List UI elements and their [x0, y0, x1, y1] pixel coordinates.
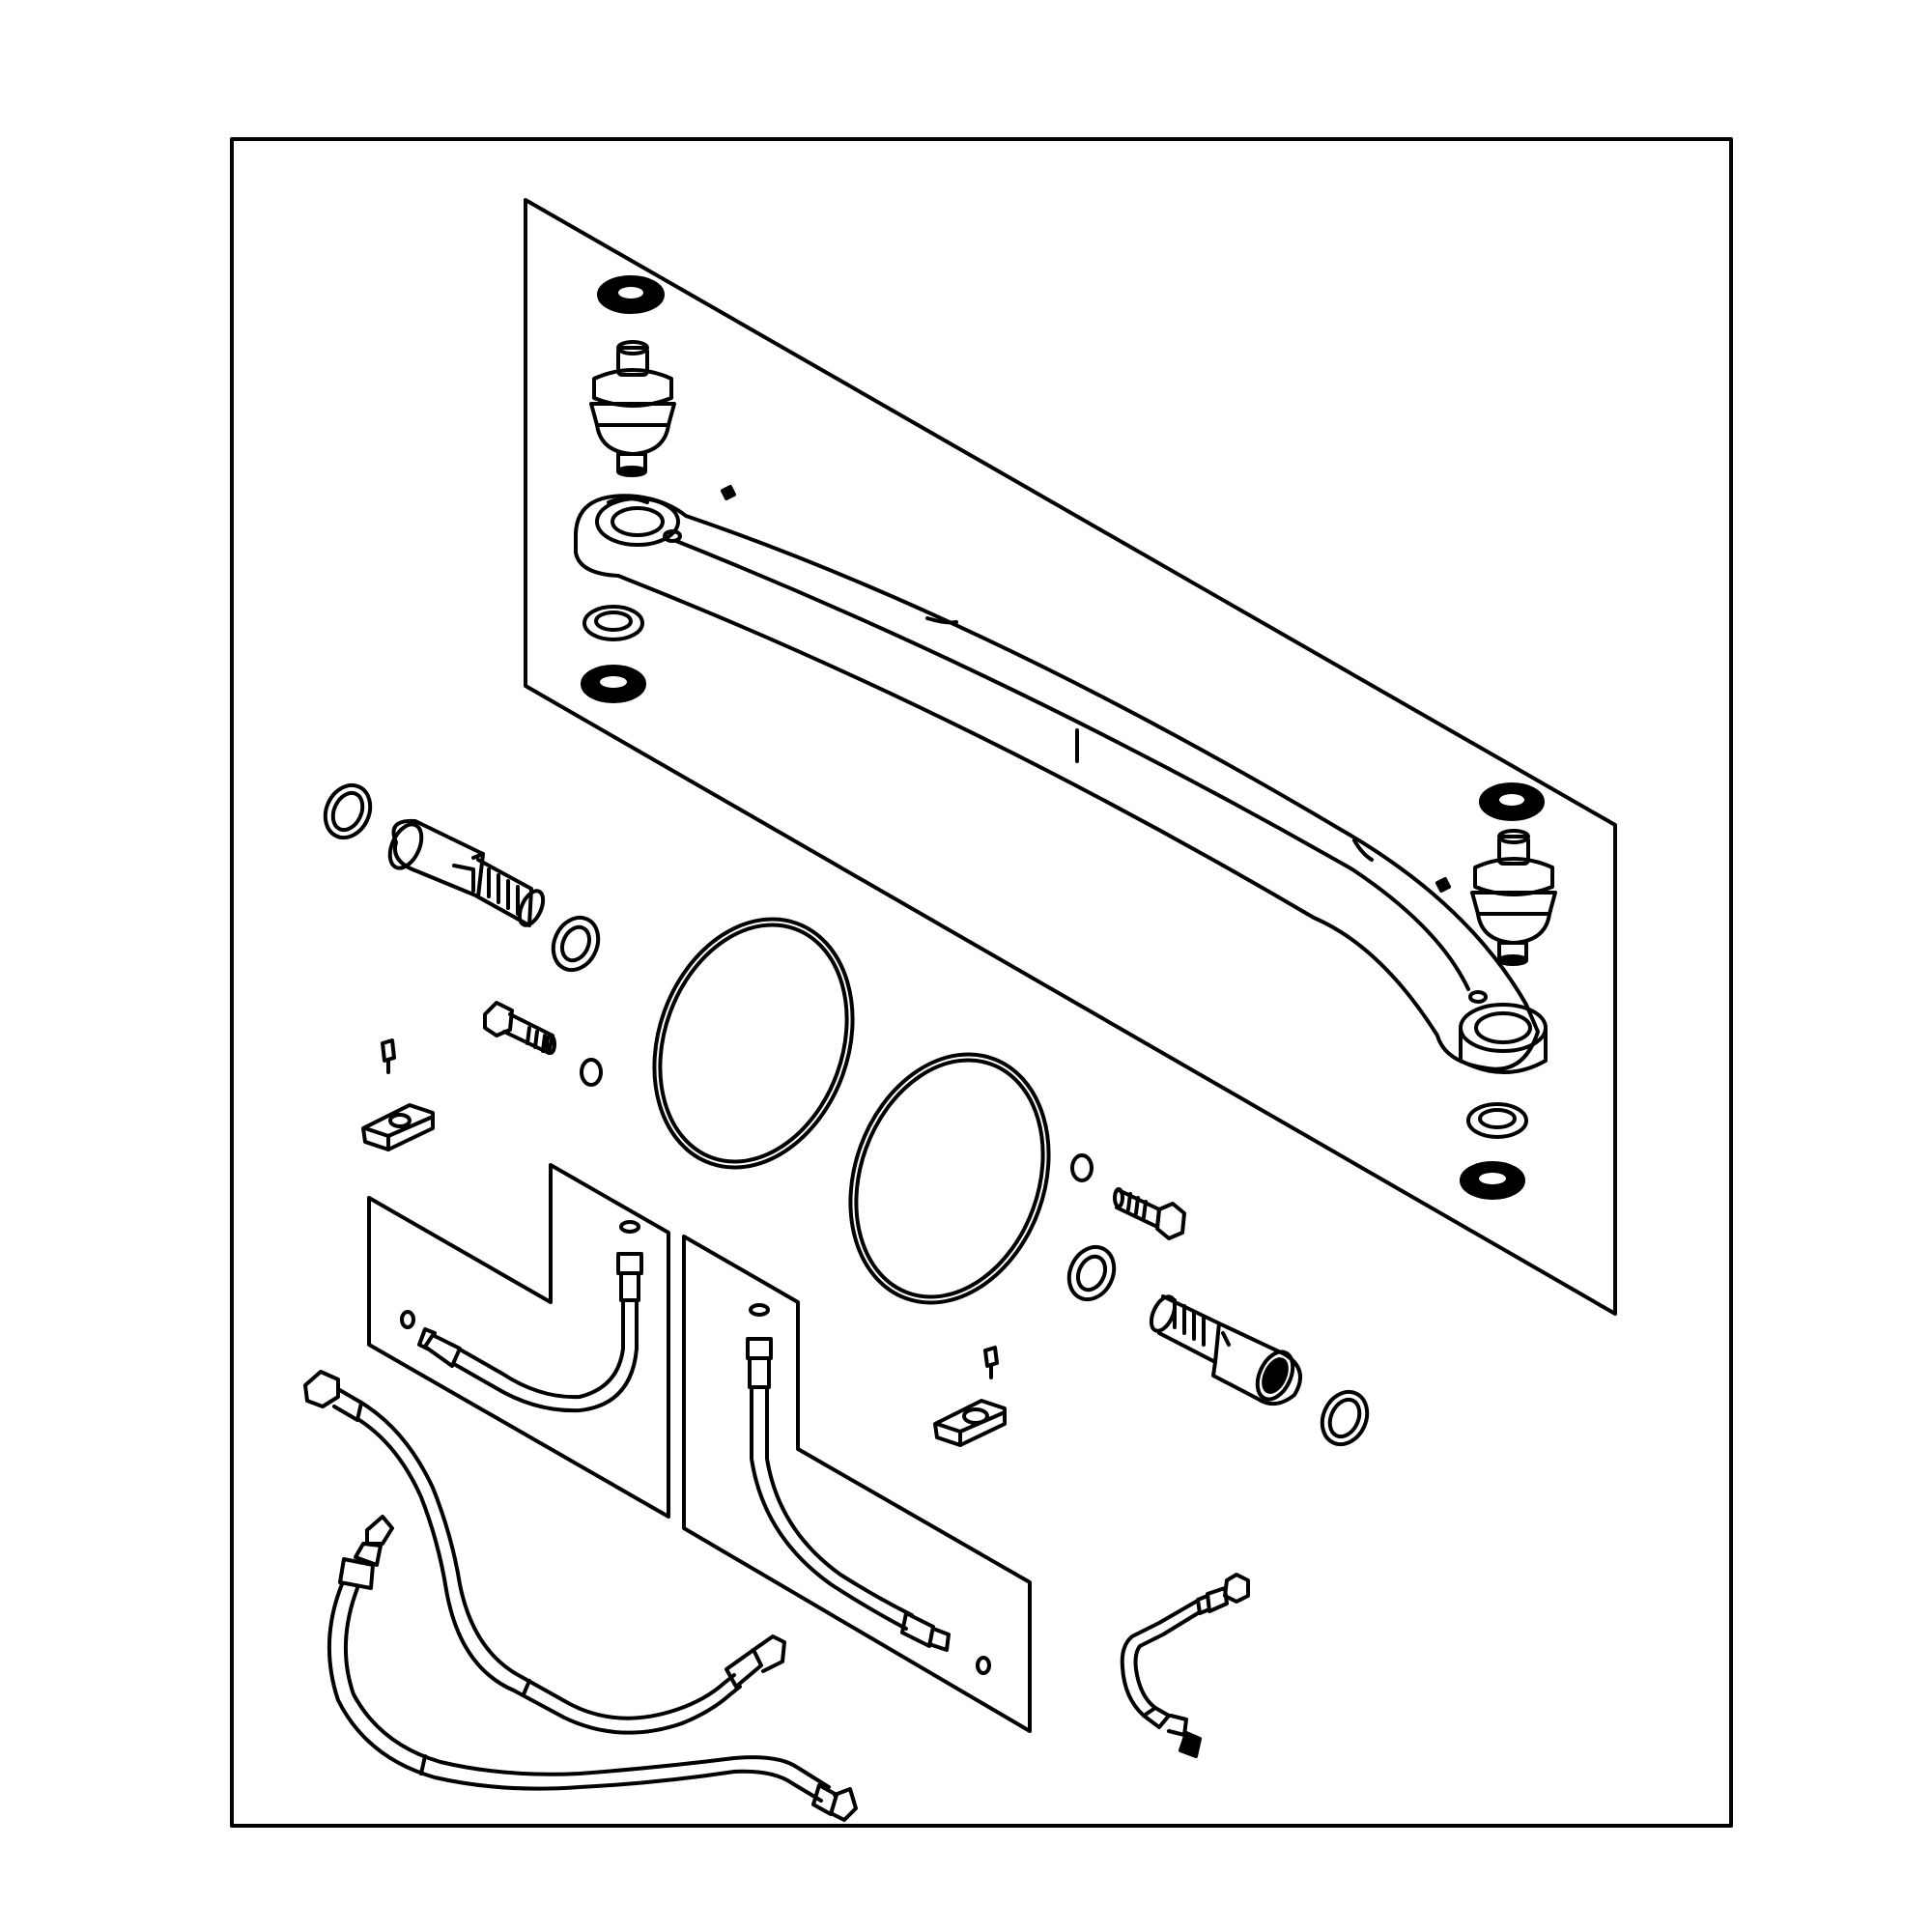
lock-plate-right-icon — [933, 1346, 1007, 1447]
small-grease-fitting-icon — [1435, 877, 1451, 893]
long-hose-lower-icon — [327, 1515, 858, 1822]
tie-rod-arm-icon — [574, 494, 1540, 1071]
upper-washer-bottom-left-icon — [581, 665, 646, 703]
pivot-o-ring-right-2-icon — [1320, 1389, 1370, 1447]
upper-spacer-left-icon — [582, 605, 644, 641]
large-o-ring-left-icon — [652, 917, 855, 1170]
bolt-left-icon — [483, 1001, 556, 1055]
upper-washer-bottom-right-icon — [1460, 1161, 1525, 1200]
upper-panel-icon — [524, 198, 1617, 1316]
lock-plate-left-icon — [361, 1038, 435, 1151]
long-hose-upper-icon — [303, 1370, 786, 1735]
small-washer-icon — [1070, 1153, 1094, 1182]
upper-ball-joint-right-icon — [1470, 829, 1557, 966]
pivot-o-ring-left-2-icon — [551, 915, 601, 973]
sensor-cable-icon — [1120, 1573, 1250, 1758]
upper-washer-top-left-icon — [597, 275, 665, 314]
pivot-o-ring-left-icon — [323, 782, 373, 840]
large-o-ring-left-inner-icon — [658, 923, 849, 1164]
pivot-pin-left-icon — [387, 818, 546, 927]
large-o-ring-right-icon — [848, 1052, 1051, 1305]
small-grease-fitting-icon — [721, 485, 736, 500]
hydraulic-hose-left-icon — [400, 1220, 643, 1413]
bolt-right-icon — [1113, 1187, 1186, 1240]
hydraulic-hose-right-icon — [746, 1303, 991, 1675]
upper-spacer-right-icon — [1459, 990, 1548, 1139]
small-washer-icon — [580, 1058, 603, 1087]
hose-panel-left-icon — [367, 1163, 670, 1519]
diagram-frame — [230, 137, 1733, 1828]
hose-panel-right-icon — [682, 1235, 1032, 1733]
pivot-o-ring-right-icon — [1066, 1244, 1117, 1302]
upper-washer-top-right-icon — [1479, 782, 1545, 821]
large-o-ring-right-inner-icon — [854, 1058, 1045, 1299]
pivot-pin-right-icon — [1149, 1294, 1303, 1406]
upper-ball-joint-left-icon — [589, 340, 676, 477]
